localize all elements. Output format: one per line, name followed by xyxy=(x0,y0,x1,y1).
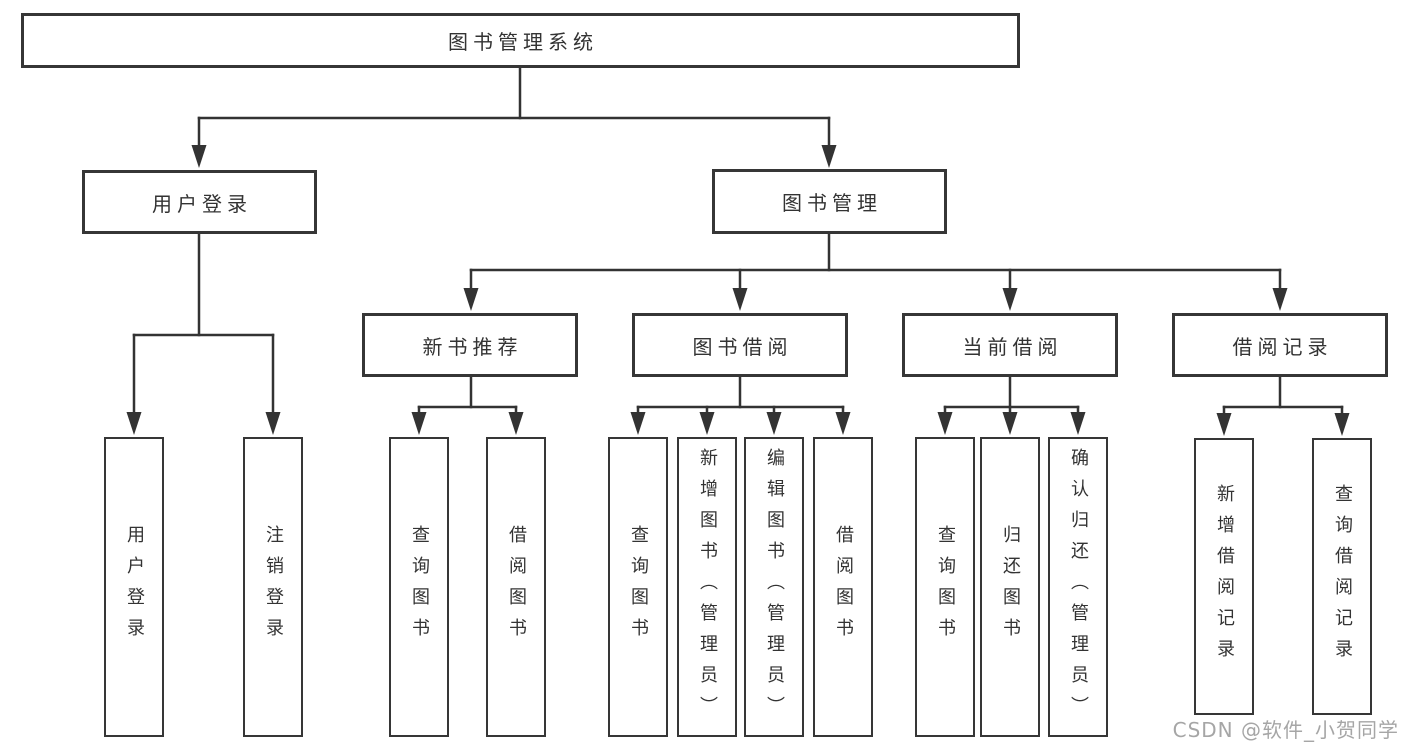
edges-new-book-recommend xyxy=(411,375,524,435)
node-new-book-recommend-label: 新书推荐 xyxy=(422,334,523,359)
leaf-current-confirm-return-admin-label: 确认归还（管理员） xyxy=(1068,447,1089,727)
node-current-borrowing: 当前借阅 xyxy=(902,313,1118,377)
leaf-user-login: 用户登录 xyxy=(104,437,164,737)
leaf-logout-label: 注销登录 xyxy=(263,525,284,649)
leaf-recommend-borrow-books-label: 借阅图书 xyxy=(506,525,527,649)
leaf-borrowing-borrow-books: 借阅图书 xyxy=(813,437,873,737)
leaf-borrowing-query-books: 查询图书 xyxy=(608,437,668,737)
leaf-current-query-books-label: 查询图书 xyxy=(935,525,956,649)
leaf-borrowing-query-books-label: 查询图书 xyxy=(628,525,649,649)
node-new-book-recommend: 新书推荐 xyxy=(362,313,578,377)
node-user-login-label: 用户登录 xyxy=(152,191,252,216)
leaf-current-return-books: 归还图书 xyxy=(980,437,1040,737)
node-borrowing-records: 借阅记录 xyxy=(1172,313,1388,377)
node-current-borrowing-label: 当前借阅 xyxy=(962,334,1063,359)
leaf-logout: 注销登录 xyxy=(243,437,303,737)
node-root-system: 图书管理系统 xyxy=(21,13,1020,68)
leaf-recommend-query-books: 查询图书 xyxy=(389,437,449,737)
edges-book-borrowing xyxy=(630,375,851,435)
leaf-borrowing-add-books-admin-label: 新增图书（管理员） xyxy=(697,447,718,727)
leaf-borrowing-add-books-admin: 新增图书（管理员） xyxy=(677,437,737,737)
leaf-user-login-label: 用户登录 xyxy=(124,525,145,649)
edges-borrowing-records xyxy=(1216,375,1350,436)
leaf-current-return-books-label: 归还图书 xyxy=(1000,525,1021,649)
edges-current-borrowing xyxy=(937,375,1086,435)
leaf-recommend-borrow-books: 借阅图书 xyxy=(486,437,546,737)
leaf-records-add-record-label: 新增借阅记录 xyxy=(1214,483,1235,670)
leaf-records-query-record: 查询借阅记录 xyxy=(1312,438,1372,715)
node-book-borrowing-label: 图书借阅 xyxy=(692,334,793,359)
node-borrowing-records-label: 借阅记录 xyxy=(1232,334,1333,359)
leaf-records-add-record: 新增借阅记录 xyxy=(1194,438,1254,715)
leaf-borrowing-edit-books-admin-label: 编辑图书（管理员） xyxy=(764,447,785,727)
csdn-watermark: CSDN @软件_小贺同学 xyxy=(1172,718,1399,742)
node-user-login: 用户登录 xyxy=(82,170,317,234)
edges-root xyxy=(191,66,837,168)
edges-book-management xyxy=(463,232,1288,311)
node-root-label: 图书管理系统 xyxy=(448,30,598,54)
leaf-borrowing-edit-books-admin: 编辑图书（管理员） xyxy=(744,437,804,737)
edges-user-login xyxy=(126,232,281,435)
leaf-current-query-books: 查询图书 xyxy=(915,437,975,737)
leaf-records-query-record-label: 查询借阅记录 xyxy=(1332,483,1353,670)
leaf-current-confirm-return-admin: 确认归还（管理员） xyxy=(1048,437,1108,737)
node-book-management: 图书管理 xyxy=(712,169,947,234)
leaf-borrowing-borrow-books-label: 借阅图书 xyxy=(833,525,854,649)
leaf-recommend-query-books-label: 查询图书 xyxy=(409,525,430,649)
node-book-borrowing: 图书借阅 xyxy=(632,313,848,377)
node-book-management-label: 图书管理 xyxy=(782,191,882,215)
